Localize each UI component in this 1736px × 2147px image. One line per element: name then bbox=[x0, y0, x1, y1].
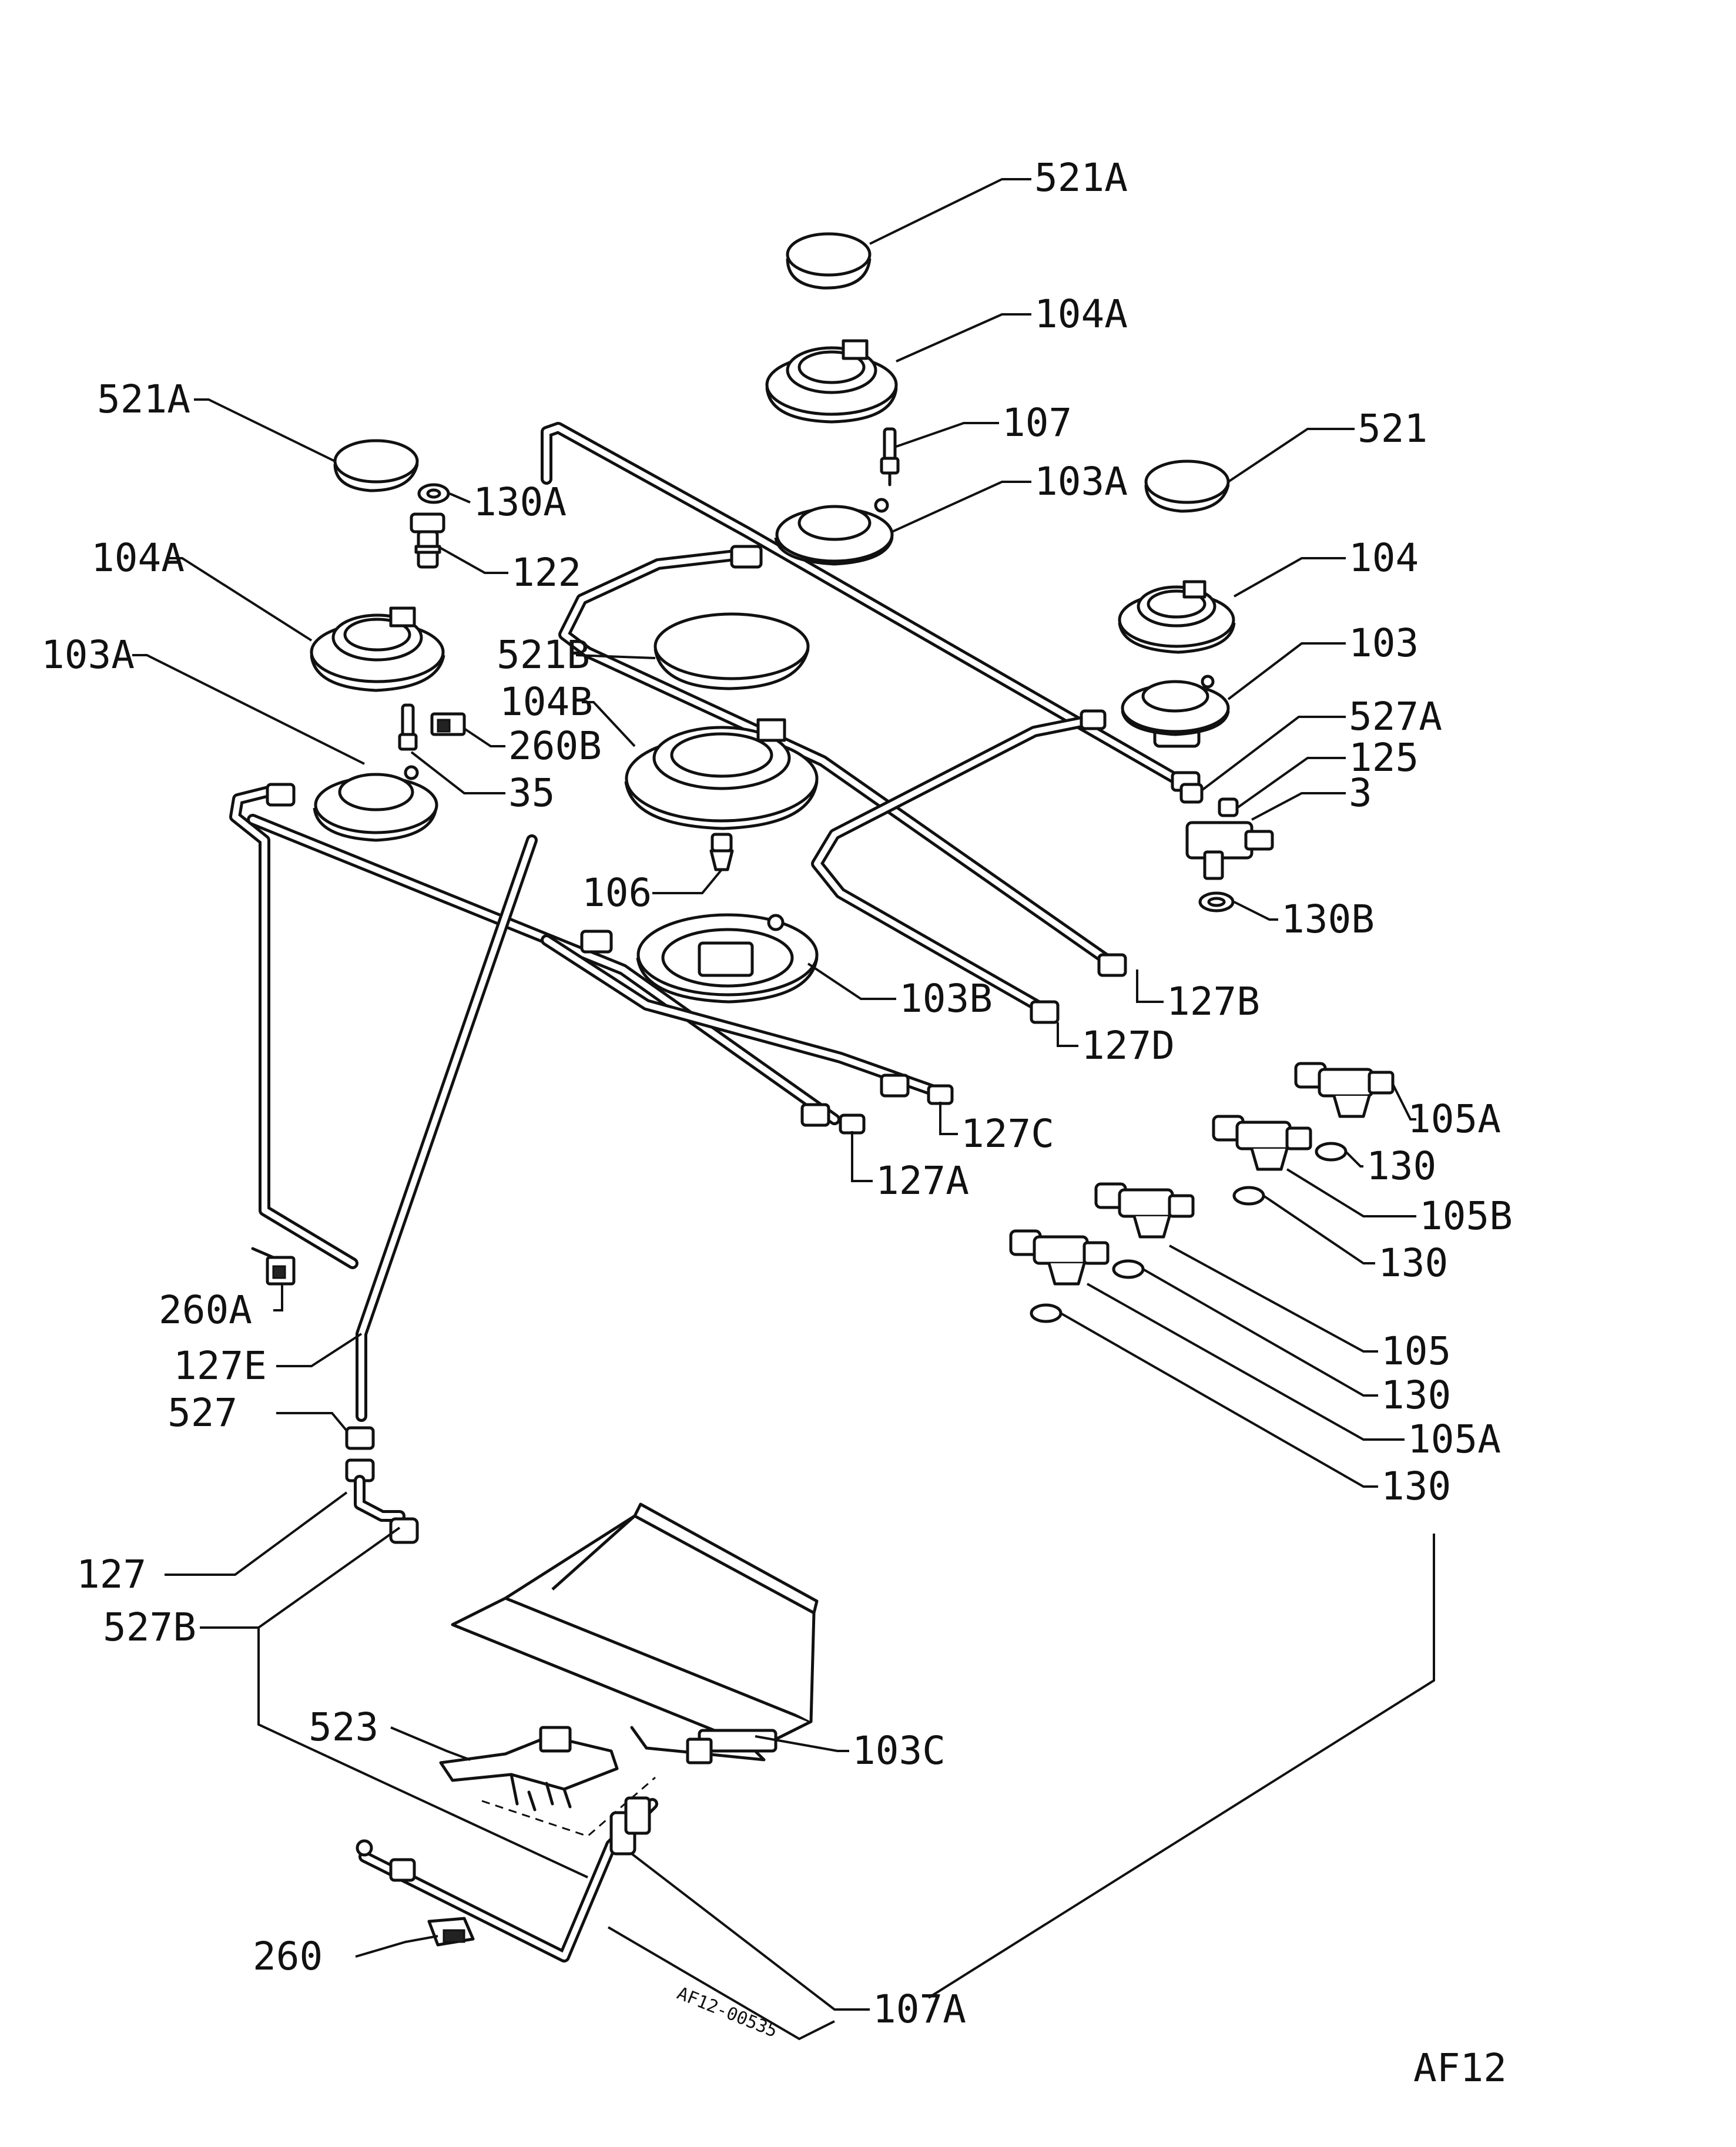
burner-bodies bbox=[313, 498, 1230, 1004]
clip-260b bbox=[430, 712, 466, 736]
leader-lines bbox=[132, 178, 1435, 2041]
clip-260a bbox=[251, 1247, 296, 1286]
label-107: 107 bbox=[1002, 400, 1072, 445]
nut-527 bbox=[345, 1426, 375, 1450]
gas-tap-3 bbox=[1179, 783, 1274, 880]
label-521a-top: 521A bbox=[1034, 155, 1128, 200]
elbow-127 bbox=[345, 1458, 405, 1522]
jet-106 bbox=[709, 833, 734, 871]
label-127b: 127B bbox=[1167, 979, 1260, 1024]
label-521: 521 bbox=[1358, 406, 1427, 451]
label-521a-left: 521A bbox=[97, 377, 190, 422]
injector-assemblies bbox=[1009, 1062, 1395, 1323]
burner-body-103b bbox=[636, 913, 819, 1004]
burner-cap-521b bbox=[653, 612, 810, 690]
label-105a-2: 105A bbox=[1407, 1417, 1501, 1462]
label-104a-top: 104A bbox=[1034, 291, 1128, 337]
burner-body-103a-top bbox=[774, 498, 894, 566]
drawing-reference: AF12-00535 bbox=[674, 1983, 780, 2042]
injector-105a-top bbox=[1294, 1062, 1395, 1118]
burner-crown-104b bbox=[624, 718, 819, 830]
spark-plug-35 bbox=[398, 703, 418, 751]
label-130a: 130A bbox=[473, 479, 567, 525]
label-35: 35 bbox=[508, 770, 555, 816]
washer-130-4 bbox=[1030, 1303, 1063, 1323]
small-parts bbox=[398, 427, 1274, 913]
injector-105b bbox=[1212, 1115, 1312, 1171]
label-127c: 127C bbox=[961, 1111, 1054, 1156]
label-104b: 104B bbox=[500, 679, 593, 724]
burner-cap-521 bbox=[1144, 459, 1230, 513]
burner-crown-104a-top bbox=[765, 339, 898, 424]
label-127: 127 bbox=[76, 1552, 146, 1597]
clip-260 bbox=[427, 1917, 475, 1947]
label-260b: 260B bbox=[508, 723, 602, 769]
label-103c: 103C bbox=[852, 1728, 946, 1773]
label-130-2: 130 bbox=[1378, 1240, 1448, 1286]
label-127d: 127D bbox=[1081, 1023, 1175, 1068]
washer-130-2 bbox=[1232, 1186, 1265, 1206]
label-523: 523 bbox=[309, 1705, 378, 1750]
burner-cap-521a-top bbox=[786, 232, 872, 290]
label-260a: 260A bbox=[159, 1287, 252, 1333]
burner-cap-521a-left bbox=[333, 439, 419, 492]
injector-105a-bottom bbox=[1009, 1229, 1110, 1286]
label-130-1: 130 bbox=[1366, 1143, 1436, 1189]
label-127a: 127A bbox=[876, 1158, 969, 1203]
washer-130-3 bbox=[1112, 1259, 1145, 1279]
label-260: 260 bbox=[253, 1934, 323, 1979]
label-105b: 105B bbox=[1419, 1193, 1513, 1239]
burner-crown-104 bbox=[1118, 580, 1236, 654]
label-130b: 130B bbox=[1281, 897, 1375, 942]
label-106: 106 bbox=[582, 870, 652, 915]
label-104a-left: 104A bbox=[91, 535, 185, 581]
burner-crown-104a-left bbox=[310, 606, 445, 692]
label-122: 122 bbox=[511, 550, 581, 595]
label-521b: 521B bbox=[497, 632, 590, 677]
label-527: 527 bbox=[167, 1390, 237, 1435]
label-103a-top: 103A bbox=[1034, 459, 1128, 504]
label-130-4: 130 bbox=[1381, 1464, 1451, 1509]
washer-130-1 bbox=[1315, 1142, 1348, 1162]
injector-122 bbox=[410, 512, 445, 569]
injector-105 bbox=[1094, 1182, 1195, 1239]
spark-plug-107 bbox=[880, 427, 900, 487]
lower-parts bbox=[251, 1247, 819, 1947]
pipe-fittings bbox=[266, 545, 1201, 1135]
nut-527b bbox=[389, 1517, 419, 1544]
label-3: 3 bbox=[1349, 770, 1372, 816]
oven-burner-103c bbox=[451, 1502, 819, 1764]
label-527b: 527B bbox=[103, 1605, 196, 1650]
label-527a: 527A bbox=[1349, 694, 1442, 739]
label-107a: 107A bbox=[873, 1987, 966, 2032]
label-103: 103 bbox=[1349, 620, 1419, 666]
label-104: 104 bbox=[1349, 535, 1419, 581]
burner-body-103 bbox=[1121, 675, 1230, 748]
label-130-3: 130 bbox=[1381, 1373, 1451, 1418]
figure-code: AF12 bbox=[1413, 2045, 1507, 2091]
label-125: 125 bbox=[1349, 735, 1419, 780]
label-105a-1: 105A bbox=[1407, 1096, 1501, 1142]
label-127e: 127E bbox=[173, 1343, 267, 1388]
label-103b: 103B bbox=[899, 976, 993, 1021]
thermocouple-107a bbox=[356, 1796, 651, 1882]
burner-crowns bbox=[310, 339, 1236, 830]
burner-body-103a-left bbox=[313, 765, 438, 842]
label-105: 105 bbox=[1381, 1329, 1451, 1374]
burner-caps bbox=[333, 232, 1230, 690]
label-103a-left: 103A bbox=[41, 632, 135, 677]
